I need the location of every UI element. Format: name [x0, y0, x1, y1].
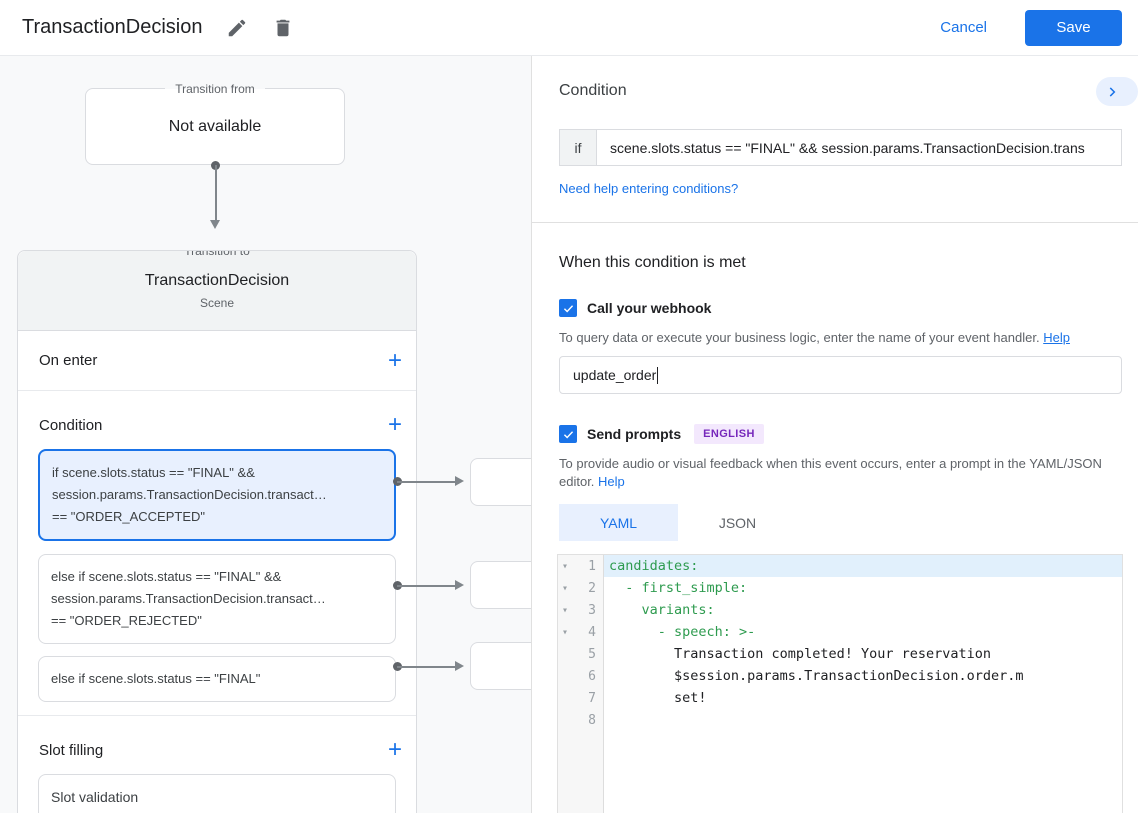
collapse-panel-button[interactable] [1096, 77, 1138, 106]
condition-text: if scene.slots.status == "FINAL" && [52, 465, 255, 480]
checkmark-icon [563, 430, 573, 438]
slot-filling-label: Slot filling [39, 741, 104, 759]
app-header: TransactionDecision Cancel Save [0, 0, 1138, 56]
transition-target-box[interactable] [470, 642, 531, 690]
code-line: ▾3 variants: [558, 599, 1122, 621]
connector-line [397, 585, 459, 587]
slot-validation-card[interactable]: Slot validation [38, 774, 396, 813]
condition-card-final[interactable]: else if scene.slots.status == "FINAL" [38, 656, 396, 702]
cancel-button[interactable]: Cancel [940, 19, 987, 36]
section-divider [18, 715, 416, 716]
slot-validation-label: Slot validation [51, 789, 139, 805]
connector-line [397, 666, 459, 668]
when-condition-met-title: When this condition is met [559, 254, 746, 271]
add-condition-icon[interactable]: + [387, 411, 402, 438]
add-on-enter-icon[interactable]: + [387, 346, 402, 374]
yaml-code-editor[interactable]: ▾1 candidates: ▾2 - first_simple: ▾3 var… [557, 554, 1123, 813]
on-enter-section: On enter + [18, 331, 416, 391]
fold-icon[interactable]: ▾ [562, 560, 569, 572]
condition-text: session.params.TransactionDecision.trans… [52, 487, 327, 502]
transition-target-box[interactable] [470, 458, 531, 506]
editor-format-tabs: YAML JSON [559, 504, 1122, 541]
condition-editor-panel: Condition if scene.slots.status == "FINA… [531, 56, 1138, 813]
code-line: 8 [558, 709, 1122, 731]
fold-icon[interactable]: ▾ [562, 582, 569, 594]
transition-connector [210, 161, 221, 231]
connector-arrowhead-icon [210, 220, 220, 229]
condition-text: == "ORDER_ACCEPTED" [52, 509, 205, 524]
prompts-help-link[interactable]: Help [598, 474, 625, 489]
webhook-help-link[interactable]: Help [1043, 330, 1070, 345]
code-line: ▾4 - speech: >- [558, 621, 1122, 643]
condition-help-link[interactable]: Need help entering conditions? [559, 181, 739, 196]
code-editor-empty-area[interactable] [558, 731, 1122, 813]
condition-text: else if scene.slots.status == "FINAL" [51, 671, 261, 686]
condition-text: else if scene.slots.status == "FINAL" && [51, 569, 282, 584]
condition-card-rejected[interactable]: else if scene.slots.status == "FINAL" &&… [38, 554, 396, 644]
call-webhook-label: Call your webhook [587, 300, 712, 316]
transition-to-box: Transition to TransactionDecision Scene … [17, 250, 417, 813]
condition-section-header: Condition + [18, 391, 416, 449]
event-handler-value: update_order [573, 367, 657, 383]
code-line: ▾1 candidates: [558, 555, 1122, 577]
connector-arrowhead-icon [455, 580, 464, 590]
connector-line [397, 481, 459, 483]
slot-filling-section-header: Slot filling + [18, 716, 416, 774]
condition-card-accepted[interactable]: if scene.slots.status == "FINAL" && sess… [38, 449, 396, 541]
text-cursor [657, 366, 659, 384]
chevron-right-icon [1109, 86, 1116, 97]
send-prompts-checkbox[interactable] [559, 425, 577, 443]
connector-line [215, 165, 217, 221]
fold-icon[interactable]: ▾ [562, 626, 569, 638]
condition-section-label: Condition [39, 416, 103, 434]
code-line: 7 set! [558, 687, 1122, 709]
event-handler-input[interactable]: update_order [559, 356, 1122, 394]
scene-type-label: Scene [199, 295, 235, 310]
add-slot-icon[interactable]: + [387, 736, 402, 763]
condition-text: == "ORDER_REJECTED" [51, 613, 202, 628]
transition-from-content: Not available [168, 117, 262, 135]
scene-diagram-canvas: Transition from Not available Transition… [0, 56, 531, 813]
code-line: 5 Transaction completed! Your reservatio… [558, 643, 1122, 665]
code-line: ▾2 - first_simple: [558, 577, 1122, 599]
connector-arrowhead-icon [455, 661, 464, 671]
language-badge: ENGLISH [694, 424, 764, 444]
code-line: 6 $session.params.TransactionDecision.or… [558, 665, 1122, 687]
if-prefix-label: if [559, 129, 596, 166]
send-prompts-label: Send prompts [587, 426, 682, 442]
prompts-description: To provide audio or visual feedback when… [559, 456, 1102, 489]
webhook-description: To query data or execute your business l… [559, 330, 1070, 345]
connector-arrowhead-icon [455, 476, 464, 486]
page-title: TransactionDecision [22, 16, 203, 38]
save-button[interactable]: Save [1025, 9, 1122, 46]
fold-icon[interactable]: ▾ [562, 604, 569, 616]
checkmark-icon [563, 304, 573, 312]
panel-divider [532, 222, 1138, 223]
edit-icon[interactable] [226, 17, 248, 39]
panel-title: Condition [559, 82, 627, 99]
call-webhook-checkbox[interactable] [559, 299, 577, 317]
condition-text: session.params.TransactionDecision.trans… [51, 591, 326, 606]
on-enter-label: On enter [39, 352, 98, 369]
scene-card-header[interactable]: TransactionDecision Scene [18, 251, 416, 331]
condition-expression-input[interactable]: scene.slots.status == "FINAL" && session… [596, 129, 1122, 166]
transition-from-box[interactable]: Transition from Not available [85, 82, 345, 165]
transition-target-box[interactable] [470, 561, 531, 609]
scene-name: TransactionDecision [144, 271, 290, 289]
trash-icon[interactable] [272, 17, 294, 39]
tab-json[interactable]: JSON [718, 514, 757, 531]
tab-yaml[interactable]: YAML [559, 504, 678, 541]
